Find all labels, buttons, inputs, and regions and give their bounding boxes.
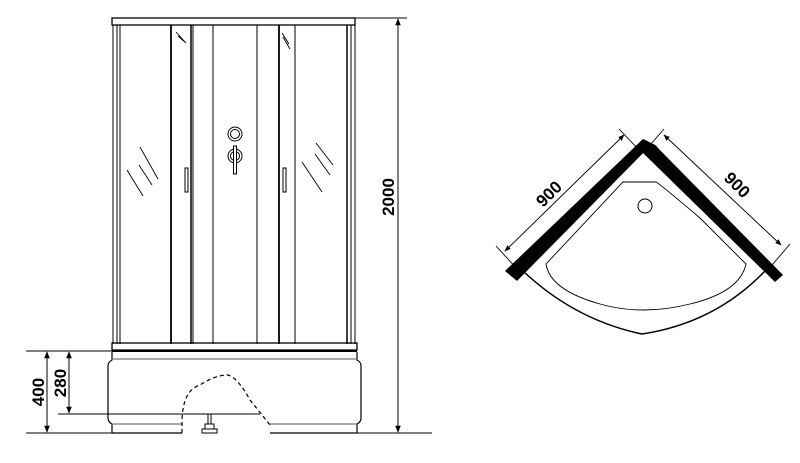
glass-reflection-marks bbox=[126, 31, 334, 197]
dimension-lines-plan bbox=[495, 128, 791, 272]
dimension-labels-plan: 900 900 bbox=[532, 168, 753, 210]
side-left-label: 900 bbox=[532, 177, 565, 210]
dimension-labels-front: 400 280 2000 bbox=[29, 178, 398, 406]
plan-view: 900 900 bbox=[495, 128, 791, 335]
tray-height-label: 400 bbox=[29, 378, 48, 406]
tray-inner-height-label: 280 bbox=[51, 369, 70, 397]
shower-tray-base bbox=[107, 352, 362, 434]
shower-mixer-controls bbox=[227, 126, 243, 175]
door-handle-left bbox=[184, 167, 189, 193]
total-height-label: 2000 bbox=[379, 178, 398, 216]
bottom-frame bbox=[111, 342, 358, 352]
glass-panel-lines bbox=[112, 25, 356, 344]
door-handle-right bbox=[282, 167, 287, 193]
tray-outline bbox=[522, 181, 766, 335]
side-right-label: 900 bbox=[720, 168, 753, 201]
adjustable-foot bbox=[201, 413, 218, 434]
front-view bbox=[107, 17, 362, 434]
dimension-lines-front bbox=[26, 17, 432, 434]
top-frame bbox=[111, 17, 356, 26]
